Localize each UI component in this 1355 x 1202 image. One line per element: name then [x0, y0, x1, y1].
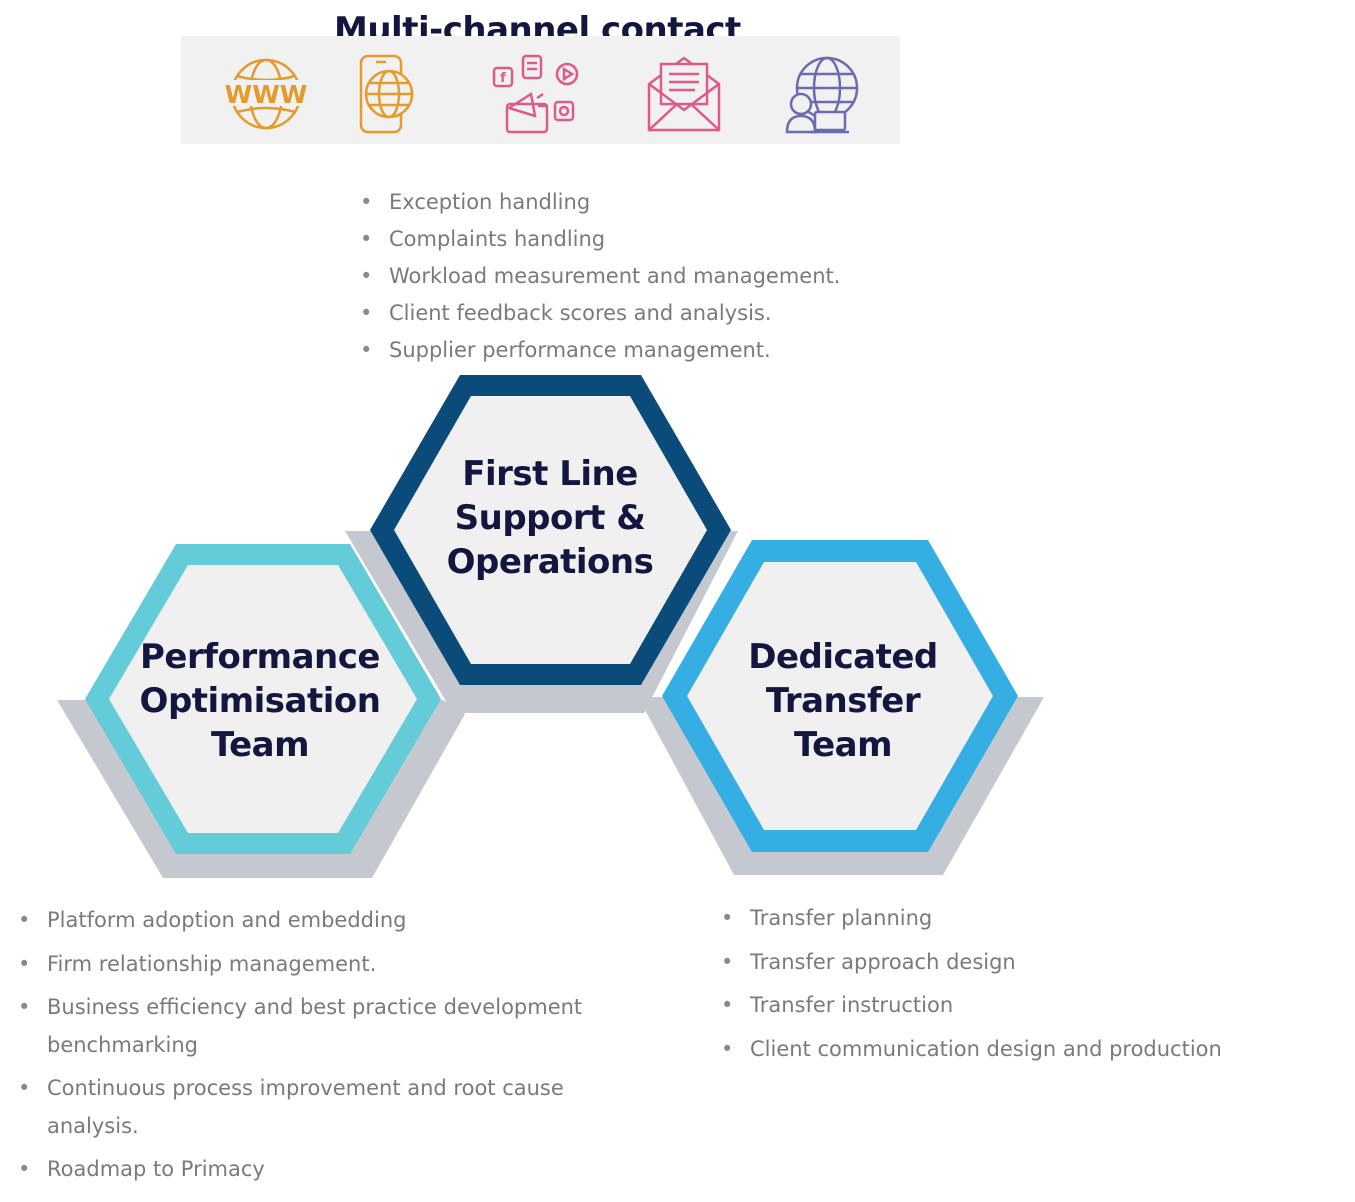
- hex-label-line: Support &: [454, 498, 646, 538]
- list-item: Client feedback scores and analysis.: [360, 295, 840, 332]
- svg-text:WWW: WWW: [225, 80, 308, 109]
- social-media-megaphone-icon: f: [492, 54, 579, 134]
- list-item: Exception handling: [360, 184, 840, 221]
- list-item: Transfer instruction: [721, 987, 1222, 1025]
- hex-label-line: Optimisation: [139, 681, 381, 721]
- mobile-globe-icon: [359, 54, 414, 134]
- email-envelope-icon: [647, 56, 721, 132]
- transfer-bullet-list: Transfer planning Transfer approach desi…: [721, 900, 1222, 1074]
- svg-text:f: f: [500, 71, 506, 86]
- list-item: Transfer planning: [721, 900, 1222, 938]
- list-item: Workload measurement and management.: [360, 258, 840, 295]
- first-line-hex-label: First Line Support & Operations: [400, 452, 700, 584]
- transfer-hex-label: Dedicated Transfer Team: [693, 635, 993, 767]
- hex-label-line: Team: [210, 725, 310, 765]
- channel-icon-strip: WWW f: [181, 36, 900, 144]
- www-globe-icon: WWW: [225, 58, 308, 130]
- hex-label-line: Performance: [140, 637, 380, 677]
- performance-bullet-list: Platform adoption and embedding Firm rel…: [18, 902, 638, 1195]
- list-item: Transfer approach design: [721, 944, 1222, 982]
- list-item: Complaints handling: [360, 221, 840, 258]
- performance-hex-inner: [109, 565, 417, 833]
- transfer-hex-inner: [687, 562, 993, 830]
- hex-label-line: Team: [793, 725, 893, 765]
- list-item: Platform adoption and embedding: [18, 902, 638, 940]
- list-item: Continuous process improvement and root …: [18, 1070, 638, 1145]
- list-item: Supplier performance management.: [360, 332, 840, 369]
- list-item: Firm relationship management.: [18, 946, 638, 984]
- list-item: Roadmap to Primacy: [18, 1151, 638, 1189]
- first-line-bullet-list: Exception handling Complaints handling W…: [360, 184, 840, 369]
- performance-hex-label: Performance Optimisation Team: [110, 635, 410, 767]
- hex-label-line: Dedicated: [748, 637, 938, 677]
- hex-label-line: Transfer: [765, 681, 921, 721]
- list-item: Client communication design and producti…: [721, 1031, 1222, 1069]
- first-line-hex-inner: [394, 396, 707, 664]
- list-item: Business efficiency and best practice de…: [18, 989, 587, 1064]
- online-support-globe-icon: [785, 56, 859, 134]
- hex-label-line: Operations: [446, 542, 654, 582]
- hex-label-line: First Line: [462, 454, 638, 494]
